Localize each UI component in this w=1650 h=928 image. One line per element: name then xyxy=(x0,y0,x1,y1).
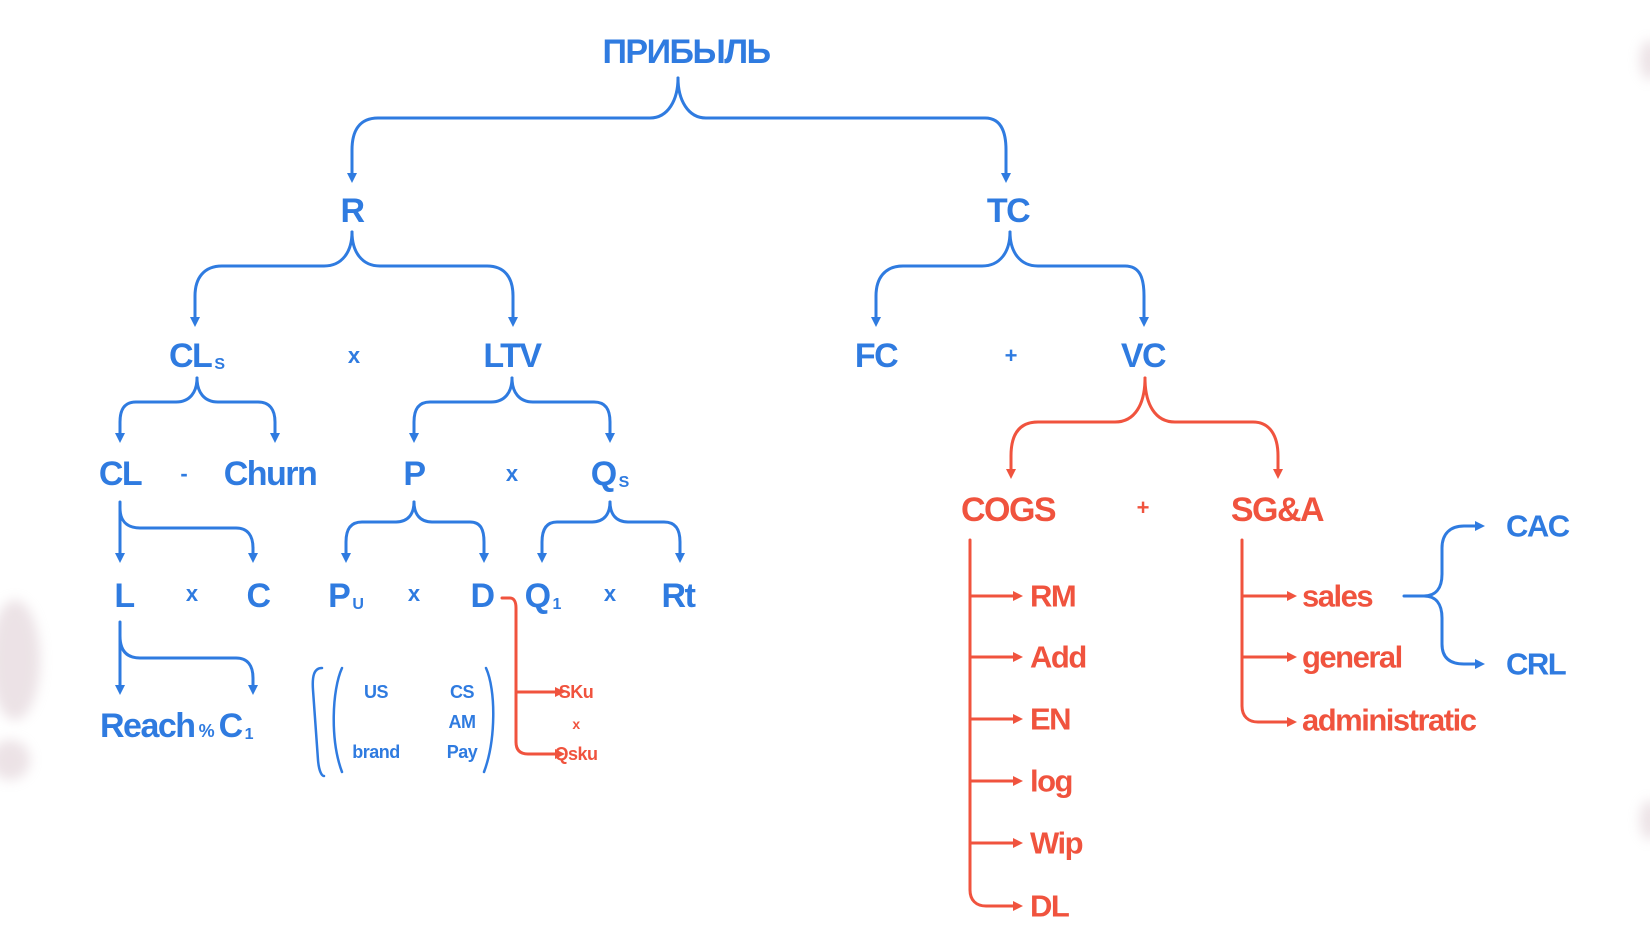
sga-item-general: general xyxy=(1302,639,1403,675)
percent-sign: % xyxy=(198,721,215,741)
connector-base-conversion xyxy=(118,506,255,554)
variable-costs-node: VC xyxy=(1120,337,1167,375)
customers-subscript: S xyxy=(214,356,225,373)
unit-price-label: P xyxy=(328,577,351,615)
total-costs-node: TC xyxy=(986,192,1031,230)
sga-item-administrative: administratic xyxy=(1302,702,1477,738)
operator-minus: - xyxy=(180,461,188,486)
sku-node: SKu xyxy=(558,682,594,702)
connector-tc-vc xyxy=(1008,230,1149,327)
background-smudge xyxy=(0,600,40,720)
connector-leads-conv-one xyxy=(118,634,258,695)
connector-ltv-price xyxy=(409,376,514,443)
operator-plus: + xyxy=(1136,495,1150,520)
connector-sga-spine xyxy=(1240,538,1268,724)
connector-price-discount xyxy=(412,500,489,563)
operator-multiply: x xyxy=(572,716,580,732)
connector-quantity-retention xyxy=(608,500,685,563)
background-smudge xyxy=(1640,40,1650,80)
sga-item-sales: sales xyxy=(1302,578,1374,614)
cogs-item-dl: DL xyxy=(1030,888,1070,924)
connector-price-unit xyxy=(341,500,416,563)
qty-one-subscript: 1 xyxy=(552,596,562,613)
leads-node: L xyxy=(114,577,135,615)
connector-revenue-ltv xyxy=(350,230,518,327)
discount-factor-cs: CS xyxy=(449,682,475,702)
operator-multiply: x xyxy=(603,581,617,606)
connector-vc-sga xyxy=(1143,376,1283,479)
discount-factor-am: AM xyxy=(448,712,477,732)
connector-sales-crl xyxy=(1422,594,1485,669)
discount-factor-pay: Pay xyxy=(446,742,478,762)
customers-label: CL xyxy=(169,337,213,375)
connector-sales-cac xyxy=(1402,521,1485,598)
discount-factor-brand: brand xyxy=(352,742,400,762)
operator-multiply: x xyxy=(347,343,361,368)
conversion-node: C xyxy=(246,577,271,615)
cogs-item-en: EN xyxy=(1030,701,1072,737)
connector-customers-churn xyxy=(195,376,280,443)
discount-factors-brace xyxy=(311,666,326,778)
quantity-subscript: S xyxy=(618,474,630,491)
cogs-item-rm: RM xyxy=(1030,578,1077,614)
qty-one-label: Q xyxy=(524,577,551,615)
operator-plus: + xyxy=(1004,343,1018,368)
price-node: P xyxy=(403,455,426,493)
cogs-node: COGS xyxy=(960,491,1057,529)
connector-tc-fc xyxy=(871,230,1012,327)
connector-vc-cogs xyxy=(1006,376,1147,479)
sales-item-cac: CAC xyxy=(1506,508,1570,544)
connector-revenue-customers xyxy=(190,230,354,327)
fixed-costs-node: FC xyxy=(854,337,899,375)
connector-customers-base xyxy=(115,376,199,443)
cogs-item-log: log xyxy=(1030,763,1074,799)
customer-base-node: CL xyxy=(98,455,143,493)
connector-profit-revenue xyxy=(347,76,680,183)
operator-multiply: x xyxy=(407,581,421,606)
qsku-node: Qsku xyxy=(554,744,598,764)
connector-cogs-spine xyxy=(968,538,998,908)
retention-node: Rt xyxy=(661,577,696,615)
reach-label: Reach xyxy=(100,707,196,745)
churn-node: Churn xyxy=(223,455,318,493)
operator-multiply: x xyxy=(505,461,519,486)
quantity-label: Q xyxy=(590,455,617,493)
operator-multiply: x xyxy=(185,581,199,606)
cogs-item-wip: Wip xyxy=(1030,825,1084,861)
conversion-one-label: C xyxy=(218,707,244,745)
ltv-node: LTV xyxy=(483,337,542,375)
background-smudge xyxy=(1640,800,1650,840)
conversion-one-subscript: 1 xyxy=(244,726,254,743)
sga-node: SG&A xyxy=(1230,491,1325,529)
discount-node: D xyxy=(470,577,495,615)
cogs-item-add: Add xyxy=(1030,639,1087,675)
revenue-node: R xyxy=(340,192,365,230)
profit-node: ПРИБЫЛЬ xyxy=(602,33,771,71)
connector-discount-sku xyxy=(500,596,536,756)
connector-profit-tc xyxy=(676,76,1011,183)
discount-factor-us: US xyxy=(363,682,389,702)
connector-quantity-one xyxy=(537,500,612,563)
sales-item-crl: CRL xyxy=(1506,646,1567,682)
unit-price-subscript: U xyxy=(352,596,364,613)
connector-ltv-quantity xyxy=(510,376,615,443)
